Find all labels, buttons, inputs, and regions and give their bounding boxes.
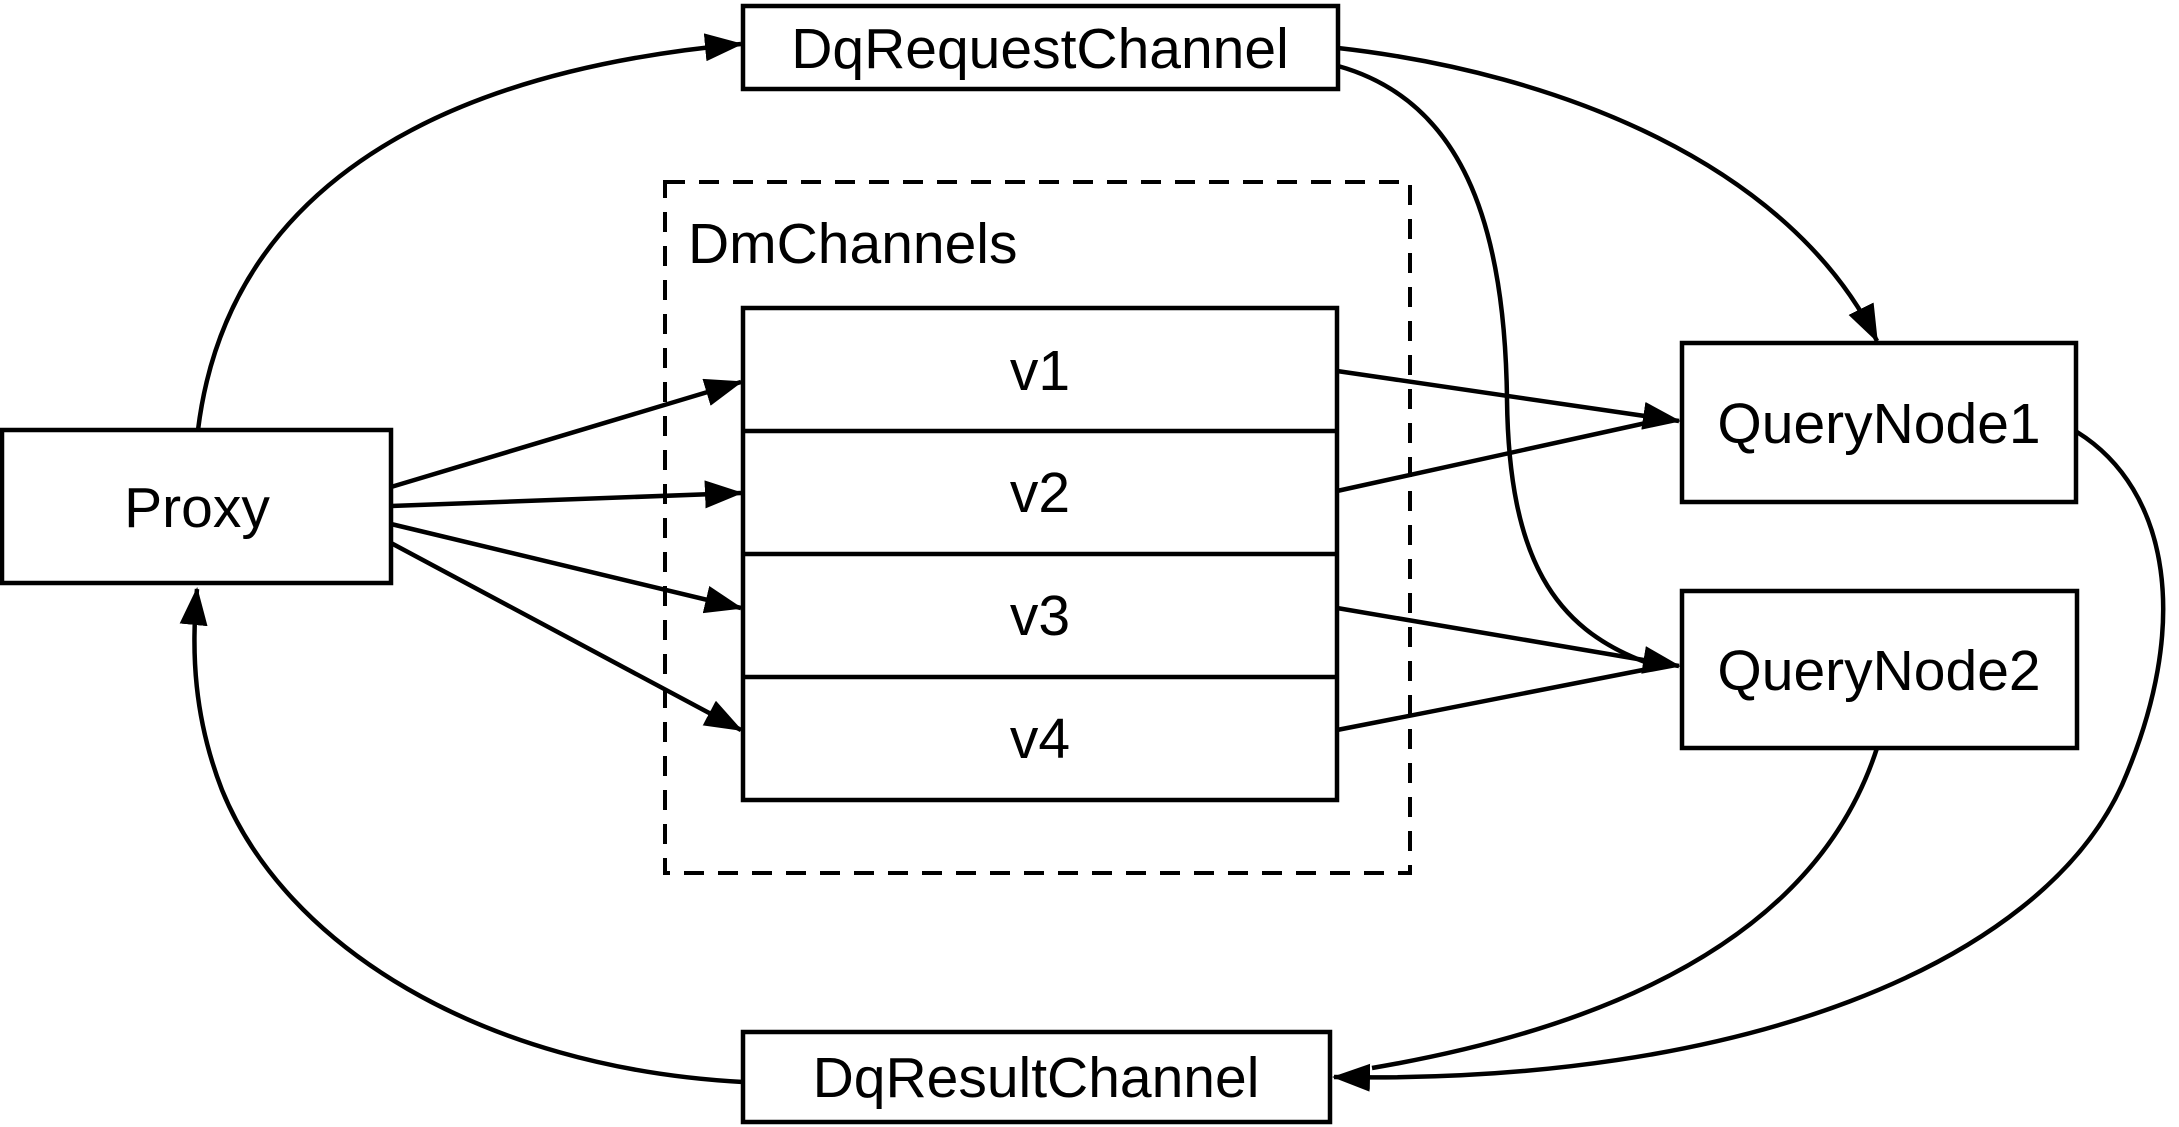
query-node-1-label: QueryNode1 — [1717, 392, 2040, 456]
node-query-node-2: QueryNode2 — [1679, 588, 2080, 751]
edge-dq-request-channel-to-query-node-1 — [1337, 45, 1880, 343]
node-proxy: Proxy — [0, 427, 394, 586]
proxy-label: Proxy — [124, 476, 270, 540]
query-node-1-box — [1679, 340, 2079, 505]
channel-row-v2-label: v2 — [1010, 461, 1070, 525]
edges — [179, 33, 2166, 1092]
dq-result-channel-label: DqResultChannel — [813, 1046, 1260, 1110]
edge-v2-to-query-node-1 — [1336, 420, 1647, 494]
query-node-2-label: QueryNode2 — [1717, 639, 2040, 703]
node-query-node-1: QueryNode1 — [1679, 340, 2079, 505]
dm-channels-label: DmChannels — [688, 212, 1017, 276]
dq-request-channel-box — [740, 3, 1341, 92]
node-dq-result-channel: DqResultChannel — [740, 1029, 1333, 1125]
channel-row-v4-label: v4 — [1010, 707, 1070, 771]
edge-v3-to-query-node-2 — [1336, 605, 1681, 674]
dq-result-channel-box — [740, 1029, 1333, 1125]
edge-query-node-1-to-dq-result-channel — [1332, 430, 2166, 1092]
edge-dq-result-channel-to-proxy — [179, 587, 744, 1085]
proxy-box — [0, 427, 394, 586]
channel-row-v3-label: v3 — [1010, 584, 1070, 648]
edge-proxy-to-v1 — [390, 378, 743, 490]
edge-proxy-to-v2 — [390, 480, 743, 509]
edge-proxy-to-dq-request-channel — [195, 33, 743, 431]
dm-channels-table: v1 v2 v3 v4 — [740, 305, 1340, 803]
edge-v1-to-query-node-1 — [1336, 368, 1681, 430]
dm-channels-dashed-border — [663, 180, 1412, 875]
edge-dq-request-channel-to-query-node-2 — [1337, 63, 1646, 665]
node-dm-channels-group: DmChannels — [663, 180, 1412, 875]
edge-v4-to-query-node-2 — [1336, 666, 1649, 733]
node-dq-request-channel: DqRequestChannel — [740, 3, 1341, 92]
edge-proxy-to-v4 — [389, 541, 743, 732]
edge-proxy-to-v3 — [390, 521, 743, 614]
edge-query-node-2-to-dq-result-channel — [1371, 747, 1880, 1071]
query-node-2-box — [1679, 588, 2080, 751]
dq-request-channel-label: DqRequestChannel — [791, 17, 1289, 81]
channel-row-v1-label: v1 — [1010, 339, 1070, 403]
